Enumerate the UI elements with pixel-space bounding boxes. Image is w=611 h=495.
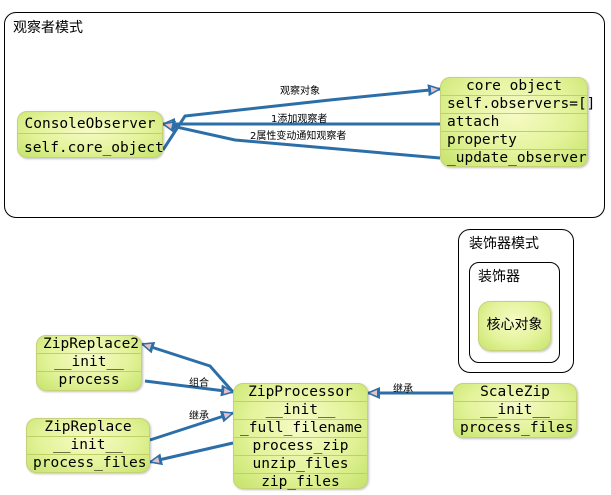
scale-zip-process-files: process_files <box>460 420 574 436</box>
label-observe-object: 观察对象 <box>280 86 320 97</box>
zip-replace2-title: ZipReplace2 <box>37 336 141 354</box>
core-object-observers: self.observers=[] <box>441 96 595 114</box>
observer-pattern-title: 观察者模式 <box>13 20 83 36</box>
scale-zip-node: ScaleZip __init__ process_files <box>453 383 577 438</box>
zip-replace-title: ZipReplace <box>27 419 149 437</box>
zip-processor-process-zip: process_zip <box>234 438 367 456</box>
zip-processor-full-filename: _full_filename <box>234 420 367 438</box>
edge-inherit-left <box>149 411 235 442</box>
core-object-update-observer: _update_observer <box>447 150 587 166</box>
label-inherit-right: 继承 <box>393 384 413 395</box>
console-observer-node: ConsoleObserver self.core_object <box>17 111 164 158</box>
core-object-class-node: core object self.observers=[] attach pro… <box>440 77 595 167</box>
zip-replace2-init: __init__ <box>37 354 141 372</box>
edge-zipreplace-call <box>148 441 234 466</box>
label-add-observer: 1添加观察者 <box>271 114 328 125</box>
label-notify-observer: 2属性变动通知观察者 <box>250 131 347 142</box>
scale-zip-title: ScaleZip <box>454 384 576 402</box>
zip-replace2-process: process <box>58 372 120 388</box>
scale-zip-init: __init__ <box>454 402 576 420</box>
console-observer-field: self.core_object <box>24 140 164 156</box>
zip-replace2-node: ZipReplace2 __init__ process <box>36 335 142 391</box>
core-object-label: 核心对象 <box>486 317 543 333</box>
core-object-property: property <box>441 132 587 150</box>
decorator-inner-title: 装饰器 <box>478 269 520 285</box>
label-inherit-left: 继承 <box>189 411 209 422</box>
core-object-node: 核心对象 <box>478 301 551 351</box>
core-object-attach: attach <box>441 114 587 132</box>
edge-observe-object <box>161 84 442 151</box>
zip-replace-process-files: process_files <box>33 455 147 471</box>
edge-compose <box>144 379 235 397</box>
core-object-title: core object <box>441 78 587 96</box>
zip-processor-zip-files: zip_files <box>261 474 340 490</box>
edge-notify-observer <box>161 120 441 160</box>
decorator-pattern-title: 装饰器模式 <box>469 236 539 252</box>
edge-zipreplace2-inherit <box>140 341 235 393</box>
zip-replace-node: ZipReplace __init__ process_files <box>26 418 150 473</box>
zip-processor-node: ZipProcessor __init__ _full_filename pro… <box>233 383 368 490</box>
zip-processor-unzip-files: unzip_files <box>234 456 367 474</box>
zip-processor-title: ZipProcessor <box>234 384 367 402</box>
console-observer-title: ConsoleObserver <box>18 112 162 134</box>
zip-processor-init: __init__ <box>234 402 367 420</box>
zip-replace-init: __init__ <box>27 437 149 455</box>
label-compose: 组合 <box>189 378 209 389</box>
